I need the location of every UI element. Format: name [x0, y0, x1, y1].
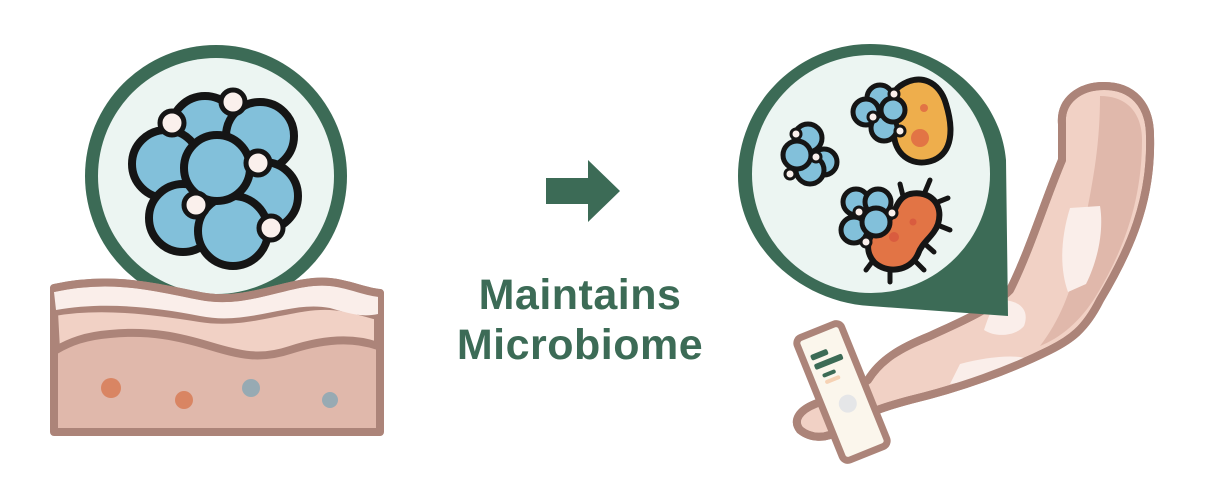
cell-cluster-yellow-icon [850, 82, 908, 144]
caption-line-1: Maintains [478, 271, 682, 319]
microbiome-icon [780, 76, 954, 285]
skin-dot-orange [101, 378, 121, 398]
cell-dots [157, 87, 286, 243]
skin-cross-section-icon [50, 277, 384, 436]
skin-dot-gray [322, 392, 338, 408]
cell-cluster-icon [128, 87, 302, 270]
skin-panel [50, 45, 384, 436]
skin-dot-gray [242, 379, 260, 397]
arm-panel [738, 44, 1155, 464]
cell-cluster-orange-icon [838, 186, 899, 249]
caption-line-2: Microbiome [456, 321, 704, 369]
skin-dot-orange [175, 391, 193, 409]
right-arrow-icon [546, 160, 620, 222]
cream-tube-icon [793, 320, 891, 464]
cell-cluster-small-icon [780, 121, 840, 187]
caption-text: Maintains Microbiome [420, 270, 740, 370]
